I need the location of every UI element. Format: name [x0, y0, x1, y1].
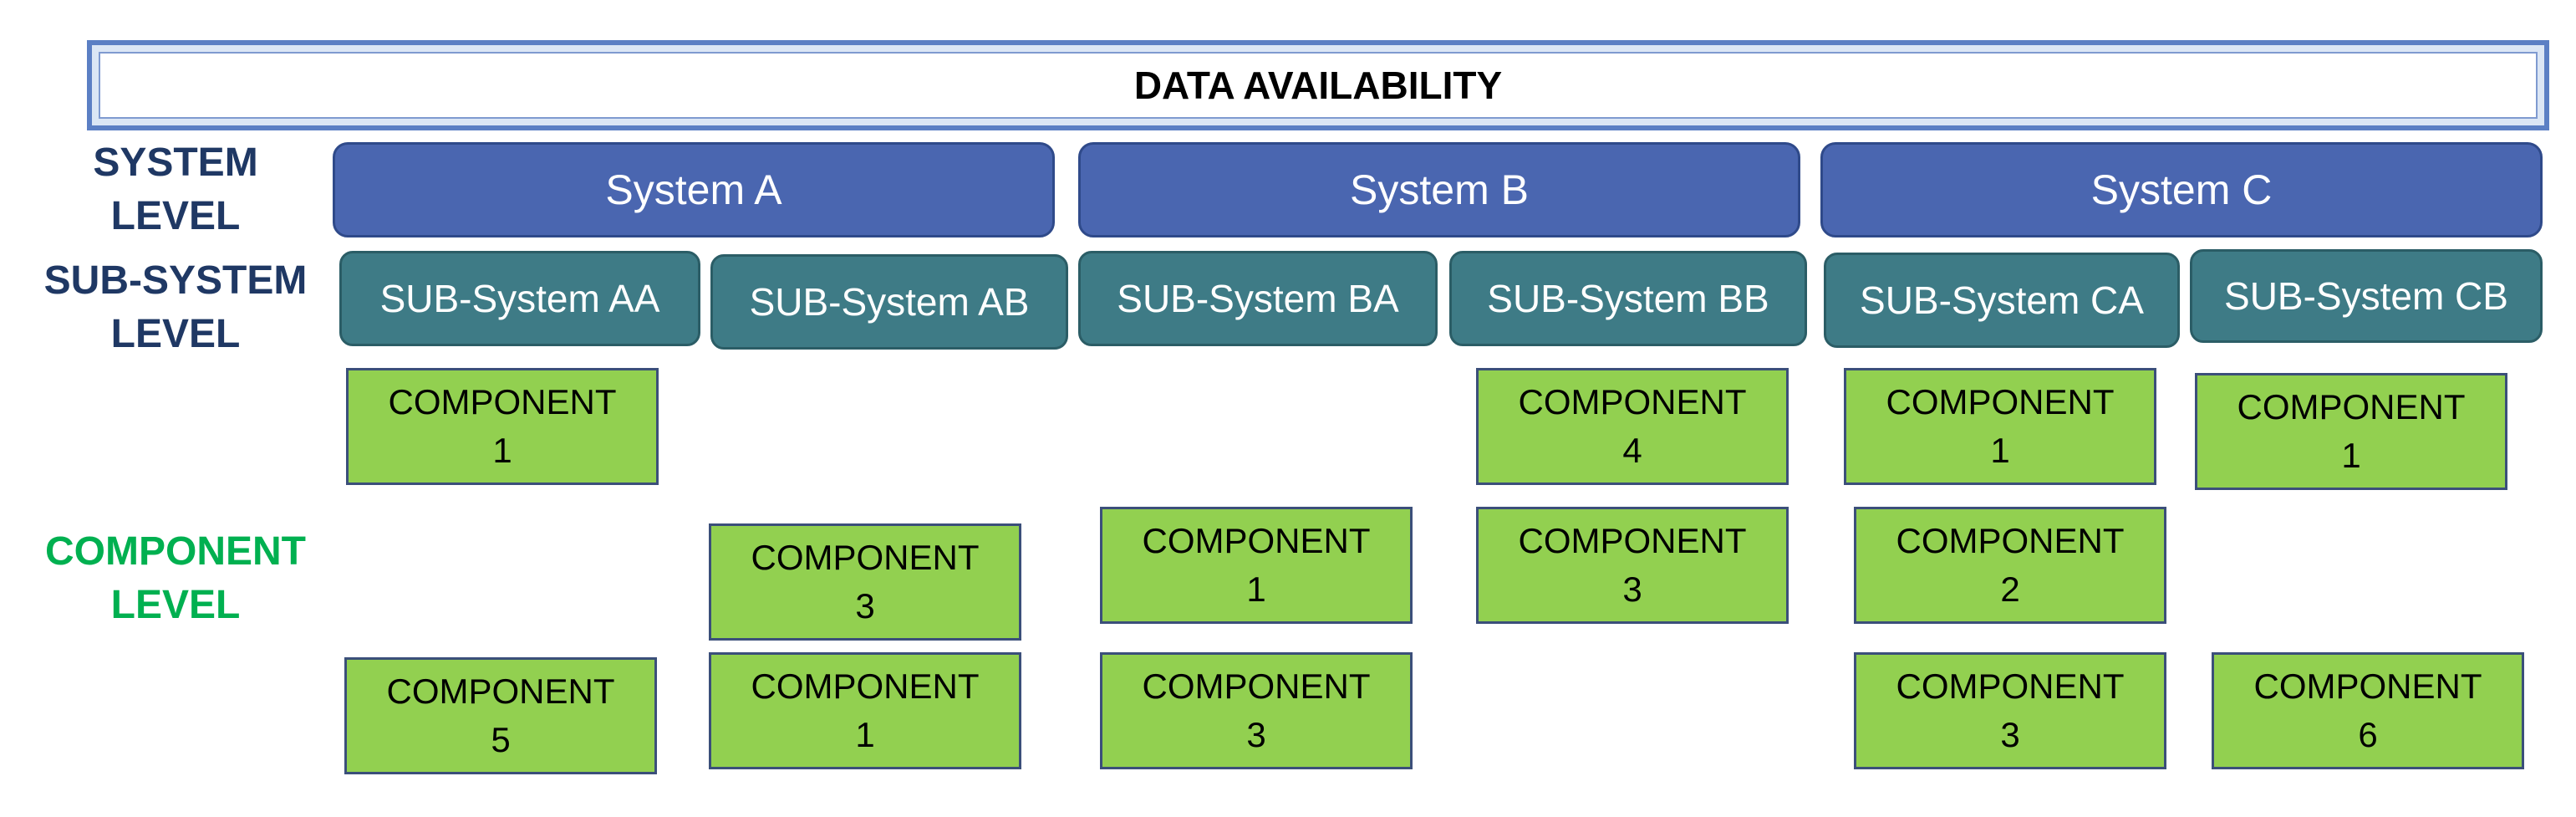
- title-banner: DATA AVAILABILITY: [87, 40, 2549, 130]
- component-number: 3: [1622, 569, 1642, 609]
- component-level-label-line1: COMPONENT: [45, 529, 306, 574]
- system-c-box: System C: [1820, 142, 2543, 237]
- component-number: 1: [492, 431, 512, 470]
- subsystem-bb-box: SUB-System BB: [1449, 251, 1807, 346]
- component-number: 1: [2341, 436, 2361, 475]
- component-ba-3: COMPONENT 3: [1100, 652, 1413, 769]
- component-word: COMPONENT: [2237, 387, 2466, 426]
- component-level-label-line2: LEVEL: [110, 583, 241, 627]
- component-number: 3: [1246, 715, 1266, 754]
- subsystem-level-label-line1: SUB-SYSTEM: [43, 258, 308, 303]
- component-word: COMPONENT: [1142, 521, 1371, 560]
- component-number: 1: [1990, 431, 2010, 470]
- component-number: 1: [855, 715, 875, 754]
- system-b-box: System B: [1078, 142, 1800, 237]
- subsystem-aa-box: SUB-System AA: [339, 251, 700, 346]
- diagram-title: DATA AVAILABILITY: [99, 52, 2538, 119]
- component-number: 2: [2000, 569, 2020, 609]
- subsystem-ab-box: SUB-System AB: [710, 254, 1068, 350]
- component-aa-1: COMPONENT 1: [346, 368, 659, 485]
- component-word: COMPONENT: [1518, 382, 1747, 421]
- component-word: COMPONENT: [1142, 666, 1371, 706]
- component-level-label: COMPONENT LEVEL: [25, 520, 326, 637]
- subsystem-cb-box: SUB-System CB: [2190, 249, 2543, 343]
- component-aa-5: COMPONENT 5: [344, 657, 657, 774]
- component-word: COMPONENT: [1518, 521, 1747, 560]
- subsystem-level-label: SUB-SYSTEM LEVEL: [25, 249, 326, 366]
- component-number: 3: [855, 586, 875, 626]
- component-word: COMPONENT: [2253, 666, 2482, 706]
- component-bb-3: COMPONENT 3: [1476, 507, 1789, 624]
- component-bb-4: COMPONENT 4: [1476, 368, 1789, 485]
- system-a-box: System A: [333, 142, 1055, 237]
- component-number: 1: [1246, 569, 1266, 609]
- subsystem-ba-box: SUB-System BA: [1078, 251, 1438, 346]
- component-word: COMPONENT: [386, 671, 615, 711]
- component-number: 4: [1622, 431, 1642, 470]
- component-word: COMPONENT: [388, 382, 617, 421]
- component-ba-1: COMPONENT 1: [1100, 507, 1413, 624]
- component-ca-2: COMPONENT 2: [1854, 507, 2166, 624]
- component-number: 5: [491, 720, 511, 759]
- system-level-label: SYSTEM LEVEL: [93, 140, 258, 238]
- component-ca-1: COMPONENT 1: [1844, 368, 2156, 485]
- component-number: 6: [2358, 715, 2378, 754]
- component-word: COMPONENT: [751, 666, 980, 706]
- component-word: COMPONENT: [1886, 382, 2115, 421]
- component-number: 3: [2000, 715, 2020, 754]
- component-cb-6: COMPONENT 6: [2212, 652, 2524, 769]
- subsystem-ca-box: SUB-System CA: [1824, 253, 2180, 348]
- component-ca-3: COMPONENT 3: [1854, 652, 2166, 769]
- subsystem-level-label-line2: LEVEL: [110, 312, 241, 356]
- component-ab-1: COMPONENT 1: [709, 652, 1021, 769]
- component-word: COMPONENT: [1896, 521, 2125, 560]
- component-word: COMPONENT: [1896, 666, 2125, 706]
- component-ab-3: COMPONENT 3: [709, 523, 1021, 641]
- component-word: COMPONENT: [751, 538, 980, 577]
- component-cb-1: COMPONENT 1: [2195, 373, 2507, 490]
